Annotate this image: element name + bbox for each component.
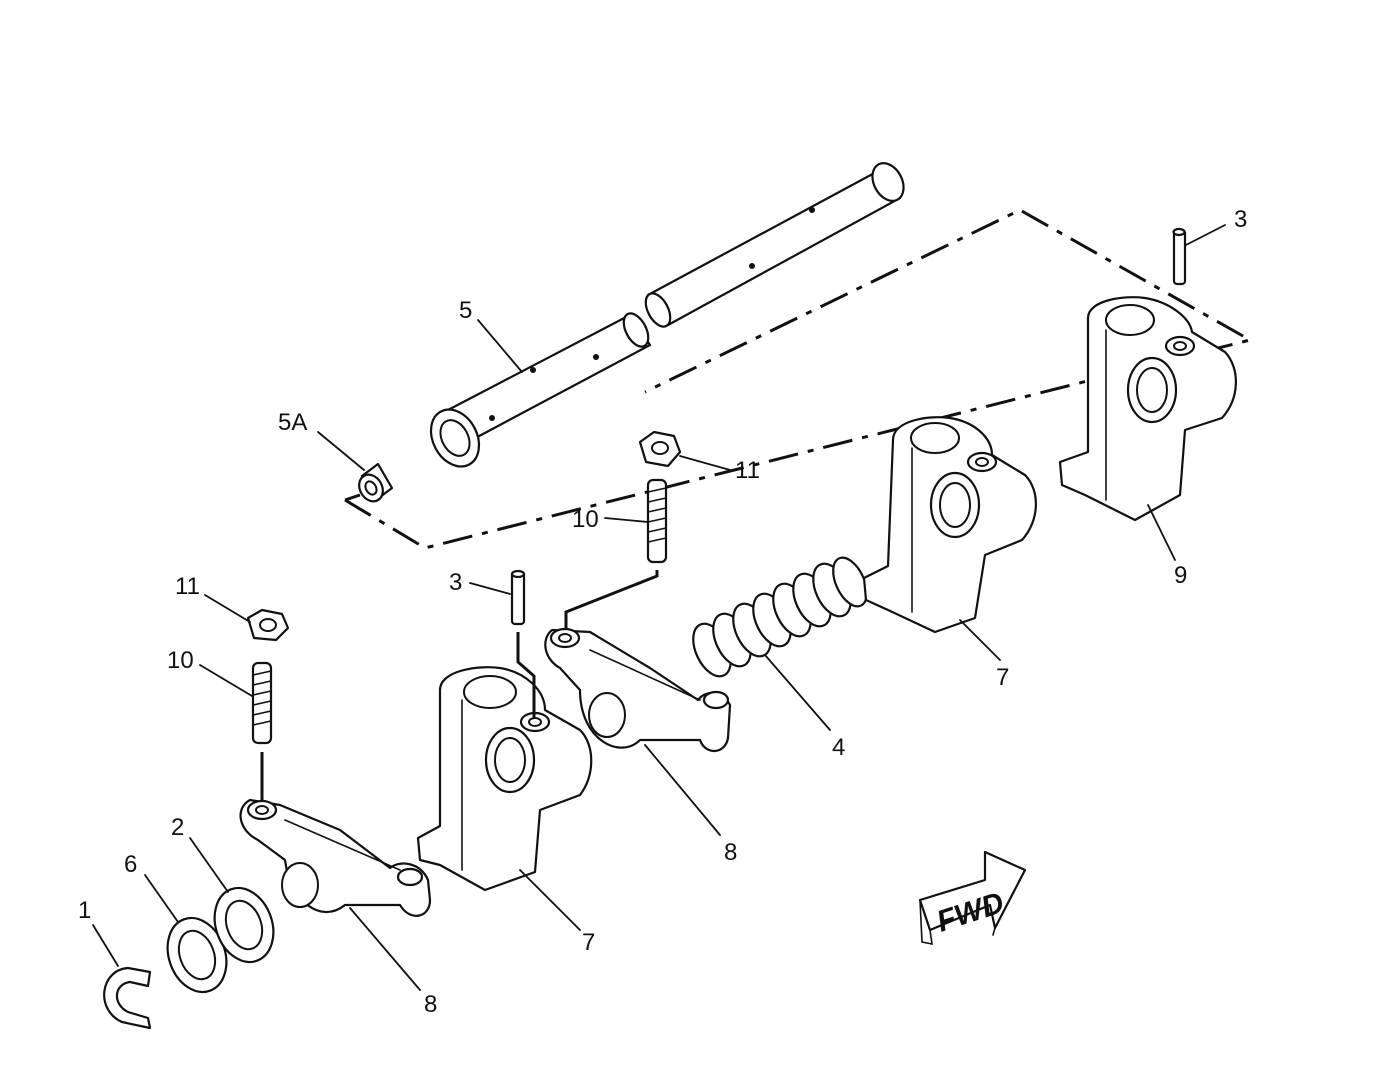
leader-3-mid <box>469 582 511 595</box>
callout-11-mid: 11 <box>735 457 760 484</box>
callout-6: 6 <box>124 851 137 878</box>
adjusting-screw-mid <box>646 478 668 564</box>
callout-7-right: 7 <box>996 664 1009 691</box>
leader-5 <box>477 319 523 373</box>
callout-3-top: 3 <box>1234 206 1247 233</box>
leader-7-bottom <box>519 869 581 931</box>
callout-10-mid: 10 <box>572 506 599 533</box>
callout-5a: 5A <box>278 409 307 436</box>
rocker-arm-left <box>239 798 432 917</box>
leader-11-mid <box>679 455 731 471</box>
leader-10-left <box>199 664 253 697</box>
connector-pin-mid <box>516 632 536 718</box>
callout-5: 5 <box>459 297 472 324</box>
leader-7-right <box>959 619 1001 661</box>
leader-3-top <box>1185 224 1226 246</box>
leader-8-bottom <box>349 907 421 991</box>
washer-2 <box>213 886 275 964</box>
leader-9 <box>1147 504 1176 561</box>
connector-screw-mid <box>564 570 659 630</box>
washer-6 <box>166 916 228 994</box>
leader-11-left <box>204 594 251 623</box>
leader-2 <box>189 837 229 893</box>
connector-plug <box>344 493 361 502</box>
fwd-arrow: FWD <box>918 850 1027 946</box>
callout-10-left: 10 <box>167 647 194 674</box>
callout-11-left: 11 <box>175 573 200 600</box>
pin-top <box>1172 227 1187 286</box>
leader-1 <box>92 924 119 967</box>
callout-7-bottom: 7 <box>582 929 595 956</box>
callout-8-mid: 8 <box>724 839 737 866</box>
leader-8-mid <box>644 744 721 836</box>
assembly-outline <box>344 208 1255 550</box>
snap-ring <box>103 966 152 1030</box>
pin-mid <box>510 569 526 626</box>
rocker-shaft <box>429 162 905 468</box>
bracket-bottom <box>416 666 593 892</box>
leader-10-mid <box>604 517 649 523</box>
rocker-arm-mid <box>544 627 732 753</box>
adjusting-screw-left <box>251 661 273 745</box>
spring <box>692 556 868 678</box>
callout-2: 2 <box>171 814 184 841</box>
bracket-end <box>1058 296 1237 522</box>
leader-4 <box>764 654 831 731</box>
shaft-plug <box>358 462 394 503</box>
callout-1: 1 <box>78 897 91 924</box>
leader-5a <box>317 431 365 471</box>
lock-nut-mid <box>638 430 682 468</box>
bracket-right <box>862 416 1037 634</box>
callout-3-mid: 3 <box>449 569 462 596</box>
lock-nut-left <box>246 608 290 642</box>
callout-4: 4 <box>832 734 845 761</box>
callout-8-bottom: 8 <box>424 991 437 1018</box>
leader-6 <box>144 874 179 923</box>
callout-9: 9 <box>1174 562 1187 589</box>
